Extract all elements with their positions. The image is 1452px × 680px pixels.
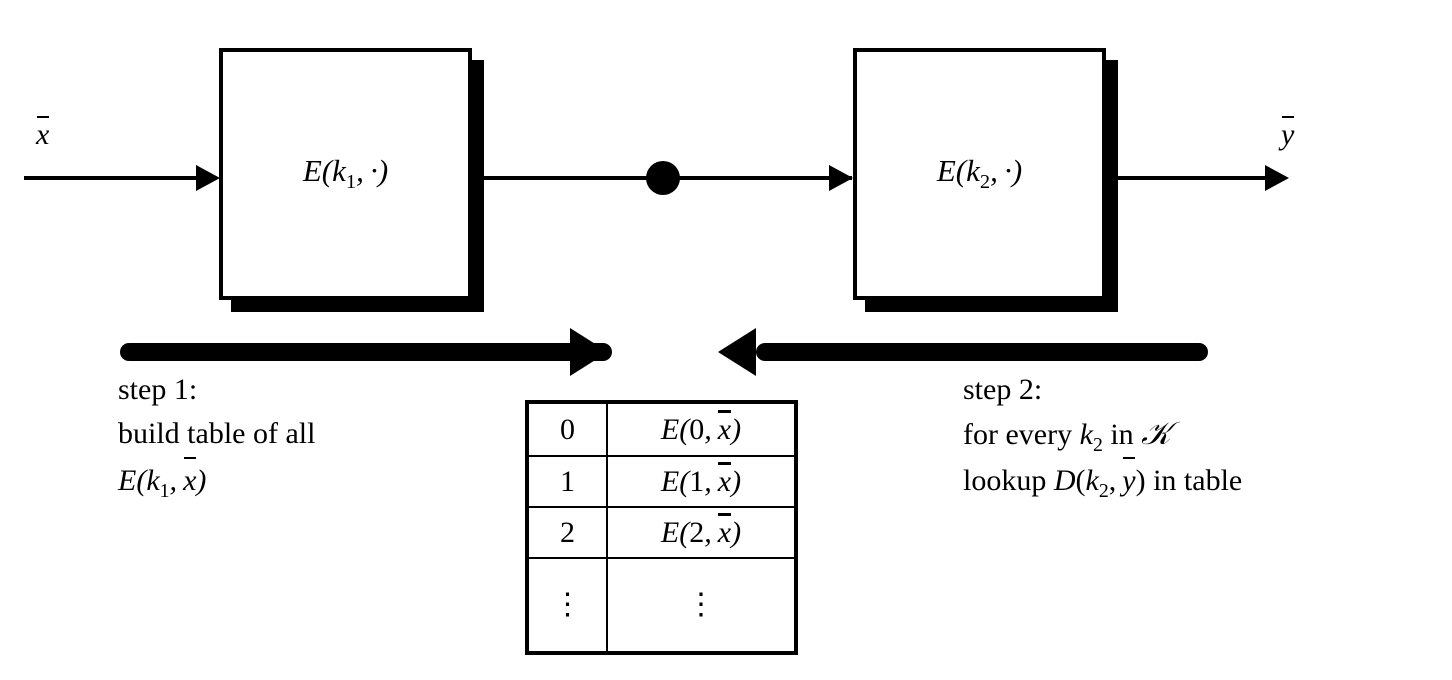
step-1-expr-key-sub: 1 bbox=[159, 480, 170, 502]
input-label-x-bar: x bbox=[36, 115, 50, 152]
input-wire bbox=[24, 176, 206, 180]
step-2-line2-mid: in bbox=[1102, 418, 1142, 451]
encrypt-block-1-key: k bbox=[332, 153, 346, 189]
step-2-line3-arg: y bbox=[1122, 456, 1136, 503]
table-row-ellipsis: ⋮ ⋮ bbox=[529, 557, 794, 651]
encrypt-block-1-arg: · bbox=[370, 153, 378, 189]
step-1-expr-arg: x bbox=[183, 456, 196, 503]
table-cell-key-ellipsis: ⋮ bbox=[529, 559, 608, 651]
table-cell-value: E(0, x) bbox=[660, 410, 742, 446]
table-cell-value-arg: x bbox=[717, 410, 732, 446]
encrypt-block-2-func: E bbox=[936, 153, 956, 189]
table-cell-value-func: E bbox=[660, 464, 680, 498]
table-cell-value: E(1, x) bbox=[660, 462, 742, 498]
output-arrowhead-icon bbox=[1265, 165, 1289, 191]
table-cell-key: 0 bbox=[529, 404, 608, 455]
intermediate-arrowhead-icon bbox=[829, 165, 853, 191]
output-wire bbox=[1106, 176, 1271, 180]
table-cell-value-ellipsis: ⋮ bbox=[686, 587, 716, 621]
encrypt-block-2[interactable]: E(k2, ·) bbox=[853, 48, 1106, 300]
step-1-expr-func: E bbox=[118, 464, 137, 497]
encrypt-block-1-func: E bbox=[302, 153, 322, 189]
step-2-line3-func: D bbox=[1053, 464, 1076, 497]
output-label-y-bar: y bbox=[1281, 115, 1295, 152]
step-2-line3-key-sub: 2 bbox=[1098, 480, 1109, 502]
step-1-heading: step 1: bbox=[118, 373, 198, 406]
output-label-text: y bbox=[1281, 115, 1295, 151]
step-1-expr-key: k bbox=[146, 464, 160, 497]
step-1-line2: build table of all bbox=[118, 417, 316, 450]
step-2-arrow-shaft bbox=[756, 343, 1208, 361]
encrypt-block-2-key: k bbox=[966, 153, 980, 189]
step-2-line3-key: k bbox=[1085, 464, 1099, 497]
step-2-line2-pre: for every bbox=[963, 418, 1080, 451]
table-cell-value-index: 2 bbox=[689, 515, 705, 549]
step-2-line2-key-sub: 2 bbox=[1092, 434, 1103, 456]
step-2-line2: for every k2 in 𝒦 bbox=[963, 412, 1171, 467]
step-1-expression: E(k1, x) bbox=[118, 456, 206, 513]
encrypt-block-1[interactable]: E(k1, ·) bbox=[219, 48, 472, 300]
encrypt-block-2-key-sub: 2 bbox=[979, 171, 991, 194]
step-2-heading: step 2: bbox=[963, 373, 1043, 406]
input-arrowhead-icon bbox=[196, 165, 220, 191]
step-1-arrowhead-icon bbox=[570, 328, 608, 376]
table-cell-key: 2 bbox=[529, 508, 608, 557]
encrypt-block-2-label: E(k2, ·) bbox=[936, 153, 1023, 194]
input-label-text: x bbox=[36, 115, 50, 151]
step-2-line2-key: k bbox=[1079, 418, 1093, 451]
intermediate-value-tap-dot-icon bbox=[646, 161, 680, 195]
step-2-keyspace-symbol: 𝒦 bbox=[1141, 416, 1171, 451]
precomputed-lookup-table[interactable]: 0 E(0, x) 1 E(1, x) 2 E(2, x) ⋮ ⋮ bbox=[525, 400, 798, 655]
table-row[interactable]: 0 E(0, x) bbox=[529, 404, 794, 455]
table-cell-value-index: 1 bbox=[689, 464, 705, 498]
table-cell-key: 1 bbox=[529, 457, 608, 506]
step-1-arrow-shaft bbox=[120, 343, 612, 361]
table-row[interactable]: 1 E(1, x) bbox=[529, 455, 794, 506]
table-cell-value-arg: x bbox=[717, 513, 732, 549]
step-2-arrowhead-icon bbox=[718, 328, 756, 376]
table-cell-value: E(2, x) bbox=[660, 513, 742, 549]
table-cell-value-index: 0 bbox=[689, 412, 705, 446]
encrypt-block-2-arg: · bbox=[1004, 153, 1012, 189]
step-2-line3-post: in table bbox=[1145, 464, 1243, 497]
table-row[interactable]: 2 E(2, x) bbox=[529, 506, 794, 557]
encrypt-block-1-label: E(k1, ·) bbox=[302, 153, 389, 194]
step-2-line3: lookup D(k2, y) in table bbox=[963, 456, 1243, 513]
table-cell-value-arg: x bbox=[717, 462, 732, 498]
encrypt-block-1-key-sub: 1 bbox=[345, 171, 357, 194]
table-cell-value-func: E bbox=[660, 515, 680, 549]
table-cell-value-func: E bbox=[660, 412, 680, 446]
step-2-line3-pre: lookup bbox=[963, 464, 1054, 497]
